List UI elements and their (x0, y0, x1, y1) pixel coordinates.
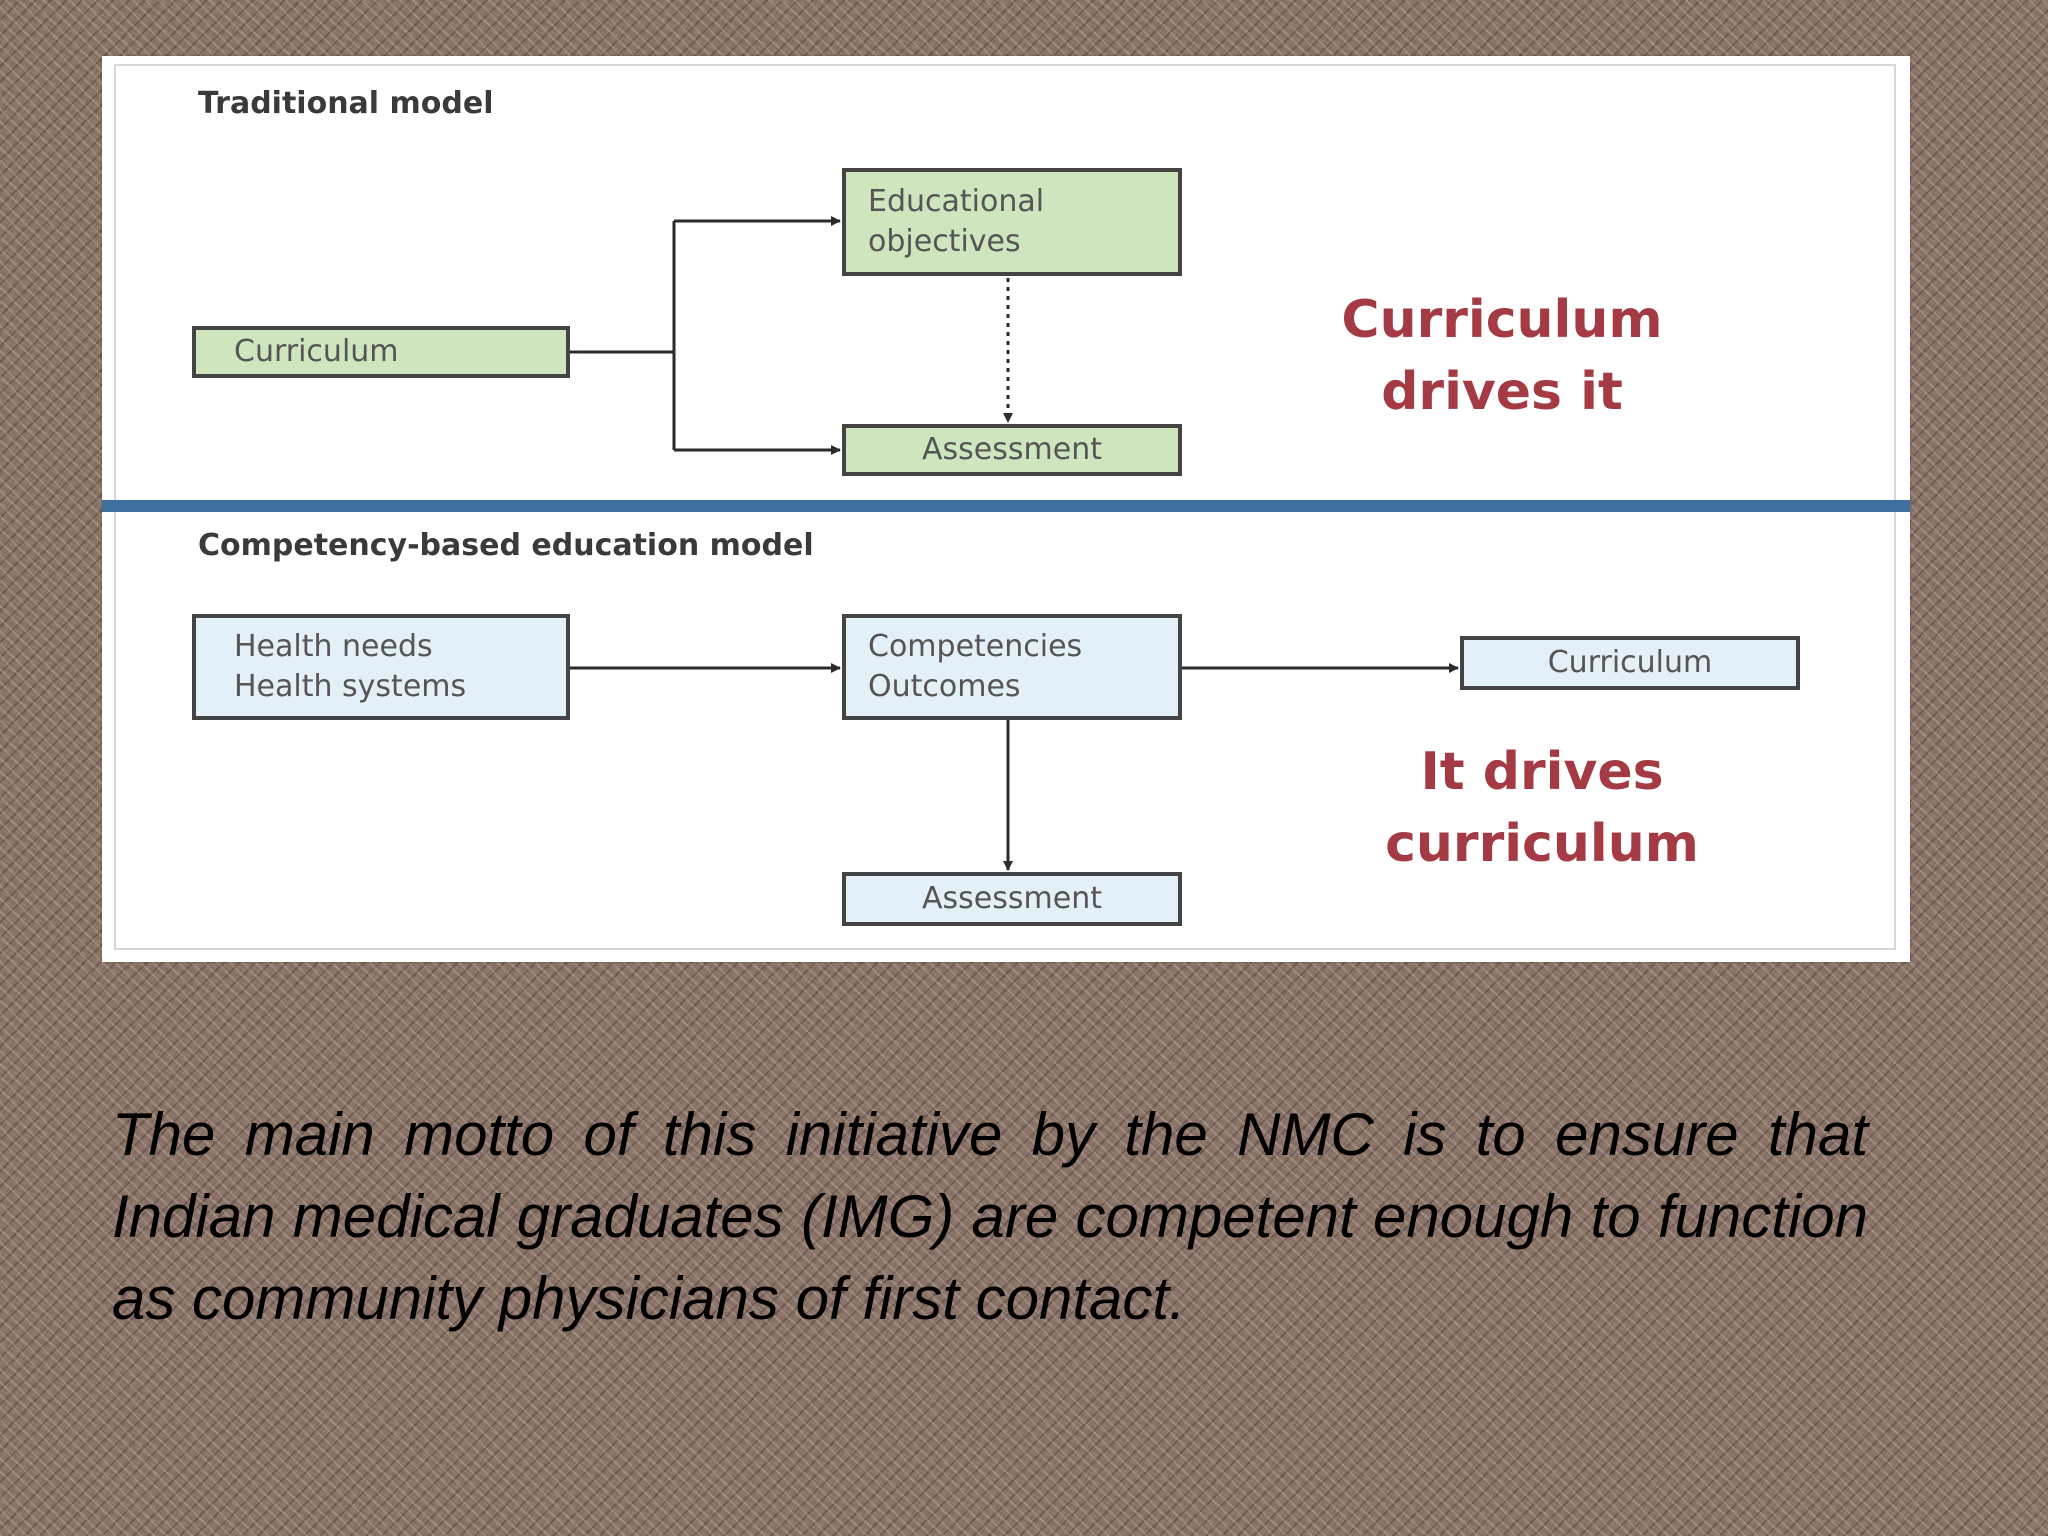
curriculum-drives-it-callout: Curriculum drives it (1341, 290, 1663, 422)
model-divider (102, 500, 1910, 512)
traditional-model-title: Traditional model (198, 86, 494, 121)
educational-objectives-box: Educational objectives (842, 168, 1182, 276)
slide-caption: The main motto of this initiative by the… (112, 1101, 1868, 1332)
competency-curriculum-box: Curriculum (1460, 636, 1800, 690)
traditional-assessment-box: Assessment (842, 424, 1182, 476)
health-needs-box: Health needs Health systems (192, 614, 570, 720)
traditional-curriculum-box: Curriculum (192, 326, 570, 378)
competency-assessment-box: Assessment (842, 872, 1182, 926)
diagram-panel: Traditional model Curriculum Educational… (102, 56, 1910, 962)
competencies-outcomes-box: Competencies Outcomes (842, 614, 1182, 720)
connector-lines (570, 216, 1459, 871)
competency-model-title: Competency-based education model (198, 528, 814, 563)
it-drives-curriculum-callout: It drives curriculum (1385, 742, 1699, 874)
